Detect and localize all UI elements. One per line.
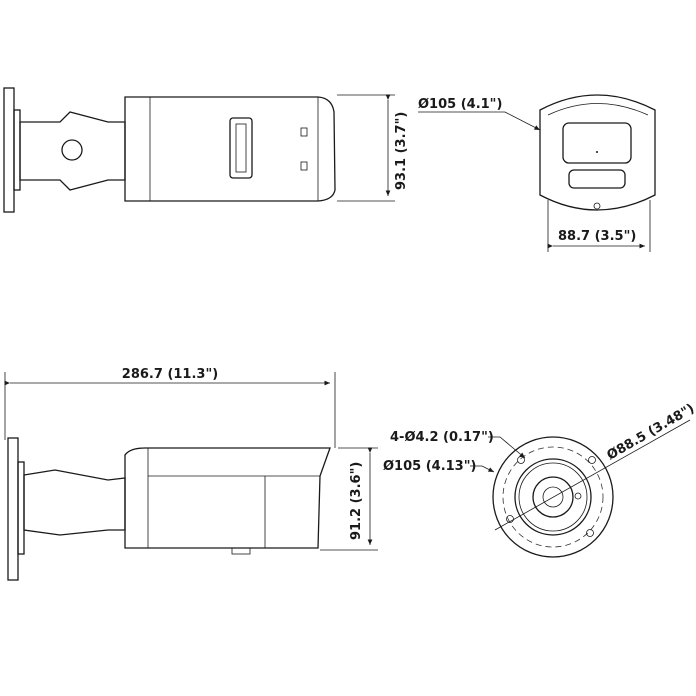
front-diameter-label: Ø105 (4.1") <box>418 97 502 112</box>
side-length-label: 286.7 (11.3") <box>122 367 218 382</box>
side-height-label: 91.2 (3.6") <box>349 462 364 540</box>
front-width-label: 88.7 (3.5") <box>558 229 636 244</box>
front-view: Ø105 (4.1") 88.7 (3.5") <box>418 94 656 252</box>
top-view: 93.1 (3.7") <box>3 87 409 213</box>
side-view: 286.7 (11.3") 91.2 (3.6") <box>4 367 378 581</box>
mount-view: 4-Ø4.2 (0.17") Ø105 (4.13") Ø88.5 (3.48"… <box>383 401 696 558</box>
mount-diameter-label: Ø105 (4.13") <box>383 459 476 474</box>
mount-hole-circle-label: Ø88.5 (3.48") <box>605 401 696 463</box>
mount-holes-label: 4-Ø4.2 (0.17") <box>390 430 494 445</box>
top-height-label: 93.1 (3.7") <box>394 112 409 190</box>
